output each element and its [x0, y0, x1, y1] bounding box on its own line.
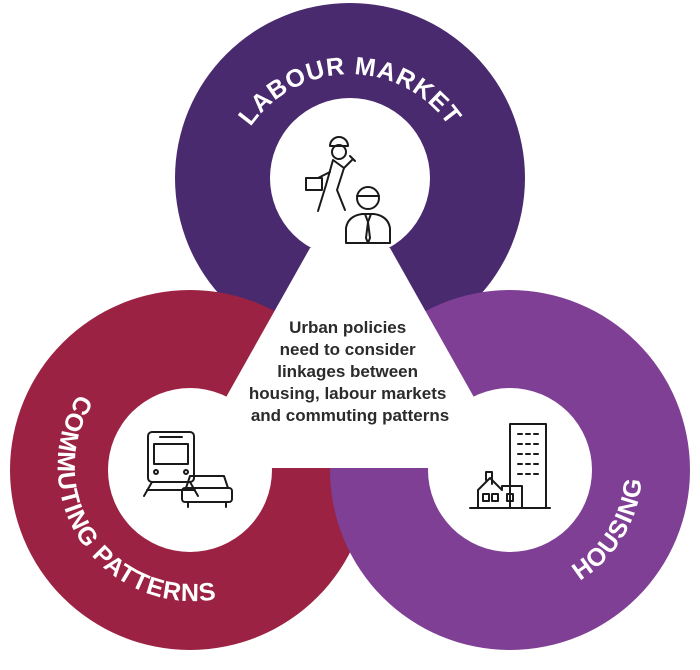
center-triangle	[202, 248, 498, 468]
train-and-car-icon	[143, 431, 233, 508]
center-line-2: need to consider	[280, 340, 416, 359]
center-line-5: and commuting patterns	[251, 406, 449, 425]
center-line-4: housing, labour markets	[249, 384, 446, 403]
center-line-3: linkages between	[277, 362, 418, 381]
center-statement: Urban policies need to consider linkages…	[249, 318, 451, 425]
workers-icon	[305, 136, 391, 244]
center-line-1: Urban policies	[289, 318, 406, 337]
buildings-icon	[469, 423, 551, 509]
ring-labour-market	[175, 3, 525, 353]
